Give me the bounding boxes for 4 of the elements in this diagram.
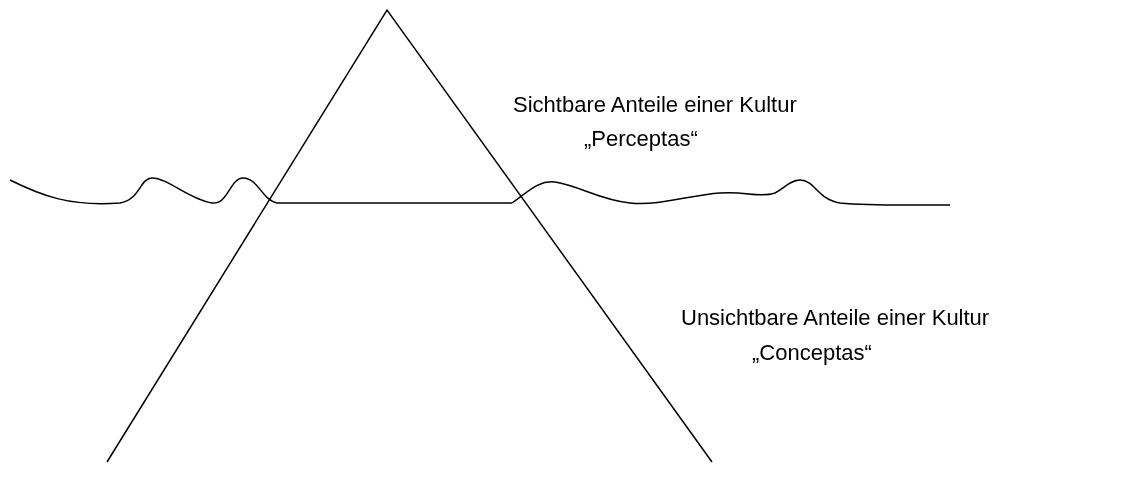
term-label: „Perceptas“ (584, 126, 698, 152)
region-label: Sichtbare Anteile einer Kultur (513, 92, 797, 118)
term-label: „Conceptas“ (752, 340, 872, 366)
region-label: Unsichtbare Anteile einer Kultur (681, 305, 990, 331)
